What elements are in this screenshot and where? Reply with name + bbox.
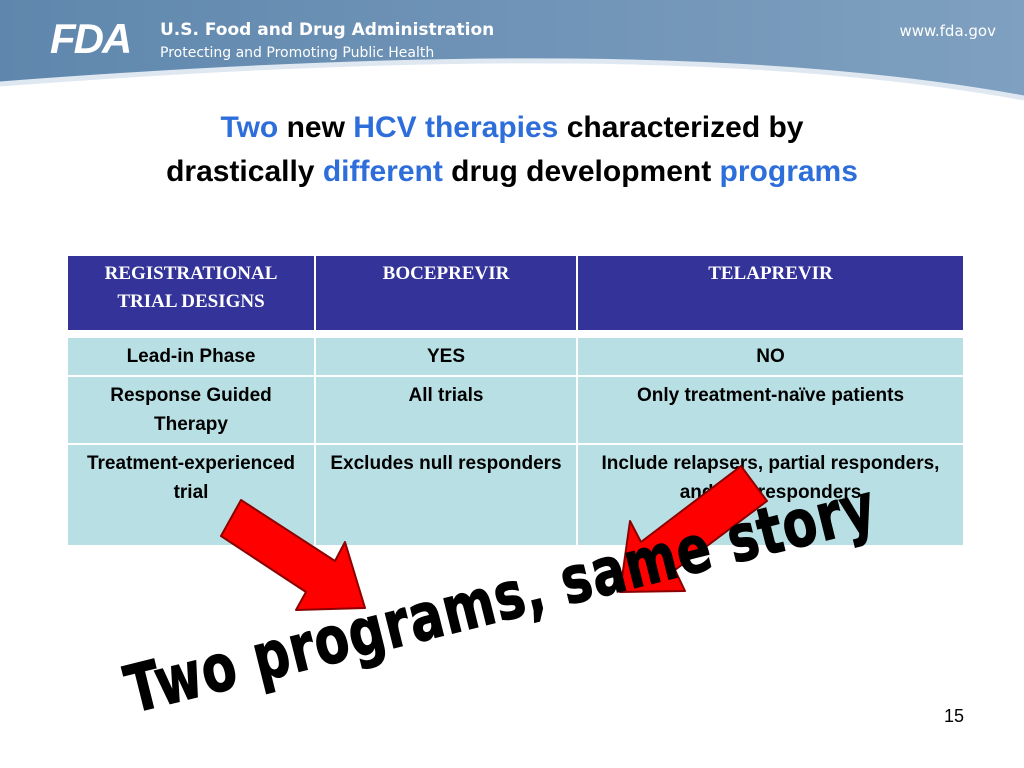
title-word: HCV therapies xyxy=(353,111,559,144)
row-label: Treatment-experienced trial xyxy=(68,444,316,547)
title-word: new xyxy=(286,111,345,144)
table-header-row: REGISTRATIONAL TRIAL DESIGNS BOCEPREVIR … xyxy=(68,256,965,330)
site-url: www.fda.gov xyxy=(899,22,996,40)
telaprevir-cell: Only treatment-naïve patients xyxy=(577,376,965,445)
title-word: drug development xyxy=(451,155,712,188)
page-number: 15 xyxy=(943,706,964,726)
title-word: programs xyxy=(719,155,858,188)
boceprevir-cell: YES xyxy=(315,338,578,377)
row-label: Lead-in Phase xyxy=(68,338,316,377)
title-word: characterized by xyxy=(566,111,804,144)
title-word: different xyxy=(322,155,443,188)
header-telaprevir: TELAPREVIR xyxy=(577,256,965,330)
fda-logo: FDA xyxy=(50,15,132,62)
boceprevir-cell: Excludes null responders xyxy=(315,444,578,547)
slide-title: Two new HCV therapies characterized by d… xyxy=(40,106,984,194)
boceprevir-cell: All trials xyxy=(315,376,578,445)
header-boceprevir: BOCEPREVIR xyxy=(315,256,578,330)
table-row: Response Guided Therapy All trials Only … xyxy=(68,376,965,445)
agency-name: U.S. Food and Drug Administration xyxy=(160,20,495,40)
trial-design-table: REGISTRATIONAL TRIAL DESIGNS BOCEPREVIR … xyxy=(68,256,965,547)
row-label: Response Guided Therapy xyxy=(68,376,316,445)
agency-tagline: Protecting and Promoting Public Health xyxy=(160,45,435,61)
header-banner xyxy=(0,0,1024,101)
header-trial-designs: REGISTRATIONAL TRIAL DESIGNS xyxy=(68,256,316,330)
title-word: Two xyxy=(220,111,279,144)
telaprevir-cell: NO xyxy=(577,338,965,377)
table-row: Lead-in Phase YES NO xyxy=(68,338,965,377)
title-word: drastically xyxy=(166,155,315,188)
